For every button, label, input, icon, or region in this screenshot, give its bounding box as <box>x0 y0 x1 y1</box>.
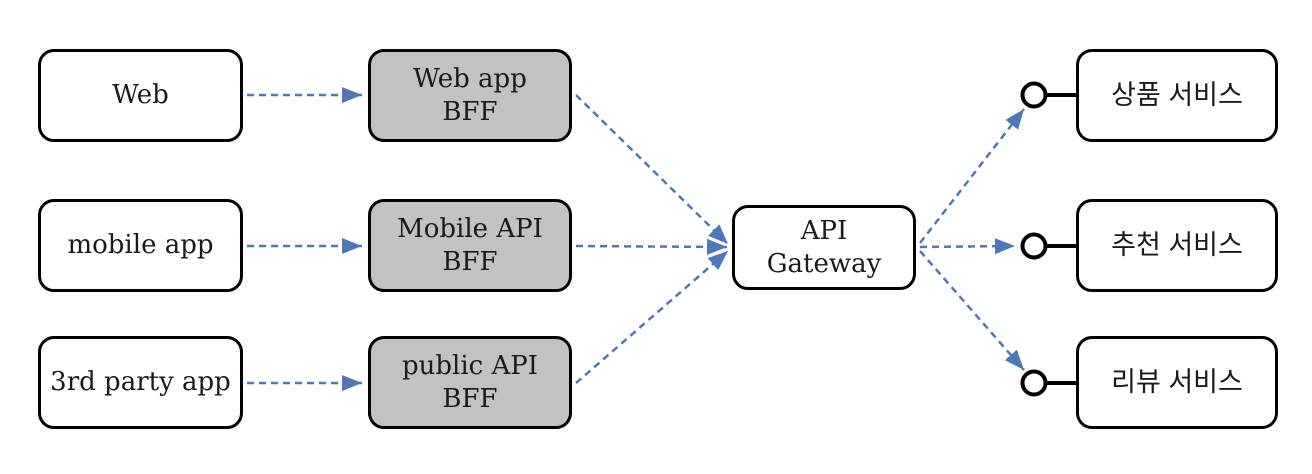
node-public-api-bff: public API BFF <box>368 336 572 429</box>
node-recommend-service-label: 추천 서비스 <box>1111 229 1243 260</box>
node-recommend-service: 추천 서비스 <box>1076 199 1278 292</box>
node-api-gateway: API Gateway <box>732 205 916 290</box>
arrow-webbff-to-gateway <box>575 94 729 245</box>
node-api-gateway-label: API Gateway <box>766 216 882 279</box>
node-mobile-api-bff: Mobile API BFF <box>368 199 572 292</box>
node-mobile-app-label: mobile app <box>67 230 214 261</box>
node-public-api-bff-label: public API BFF <box>401 351 539 414</box>
node-product-service-label: 상품 서비스 <box>1111 79 1243 110</box>
arrow-gateway-to-review-service <box>919 250 1025 371</box>
node-web-app-bff: Web app BFF <box>368 49 572 142</box>
node-web-app-bff-label: Web app BFF <box>413 64 527 127</box>
node-mobile-app: mobile app <box>38 199 243 292</box>
interface-circle-product-service <box>1020 81 1048 109</box>
node-review-service-label: 리뷰 서비스 <box>1111 366 1243 397</box>
node-review-service: 리뷰 서비스 <box>1076 336 1278 429</box>
node-product-service: 상품 서비스 <box>1076 49 1278 142</box>
arrow-gateway-to-recommend-service <box>919 238 1016 255</box>
interface-circle-review-service <box>1020 369 1048 397</box>
node-mobile-api-bff-label: Mobile API BFF <box>397 214 543 277</box>
arrow-mobilebff-to-gateway <box>575 238 728 255</box>
arrow-gateway-to-product-service <box>919 108 1025 244</box>
node-web-label: Web <box>112 80 169 111</box>
node-3rd-party-app: 3rd party app <box>38 336 243 429</box>
arrow-publicbff-to-gateway <box>575 250 729 384</box>
node-3rd-party-app-label: 3rd party app <box>50 367 231 398</box>
interface-circle-recommend-service <box>1020 232 1048 260</box>
node-web: Web <box>38 49 243 142</box>
